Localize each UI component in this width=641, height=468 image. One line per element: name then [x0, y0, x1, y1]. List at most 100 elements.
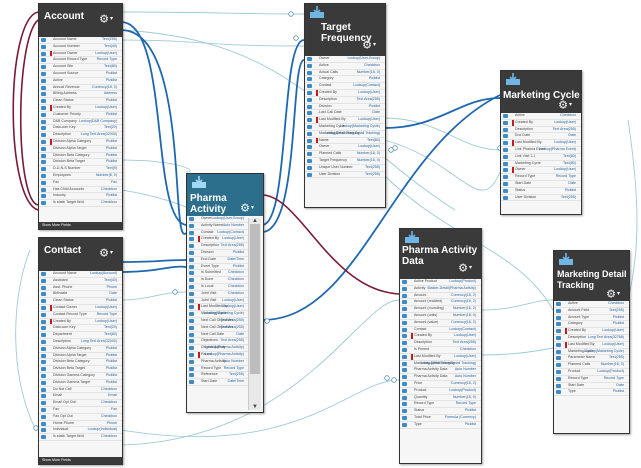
field-port-icon[interactable] — [307, 138, 312, 143]
field-port-icon[interactable] — [402, 341, 407, 346]
field-port-icon[interactable] — [556, 302, 561, 306]
field-port-icon[interactable] — [41, 299, 46, 304]
field-port-icon[interactable] — [41, 146, 46, 151]
fields-scrollbar[interactable]: ▲ ▼ — [248, 218, 261, 410]
field-port-icon[interactable] — [402, 307, 407, 312]
gear-icon[interactable]: ⚙▾ — [458, 262, 472, 275]
field-port-icon[interactable] — [41, 346, 46, 351]
field-port-icon[interactable] — [307, 165, 312, 170]
field-port-icon[interactable] — [41, 160, 46, 165]
field-port-icon[interactable] — [402, 381, 407, 386]
field-port-icon[interactable] — [41, 421, 46, 426]
account-header[interactable]: Account ⚙▾ — [39, 4, 122, 37]
field-port-icon[interactable] — [307, 84, 312, 89]
field-port-icon[interactable] — [189, 278, 194, 283]
field-port-icon[interactable] — [189, 318, 194, 323]
field-port-icon[interactable] — [307, 104, 312, 109]
field-port-icon[interactable] — [189, 271, 194, 276]
scroll-down-icon[interactable]: ▼ — [252, 404, 258, 410]
field-port-icon[interactable] — [41, 435, 46, 440]
field-port-icon[interactable] — [189, 332, 194, 337]
field-port-icon[interactable] — [189, 250, 194, 255]
target-frequency-header[interactable]: Target Frequency ⚙▾ — [305, 4, 385, 56]
field-port-icon[interactable] — [41, 373, 46, 378]
pharma-activity-header[interactable]: Pharma Activity ⚙▾ — [187, 174, 263, 216]
field-port-icon[interactable] — [503, 188, 508, 193]
field-port-icon[interactable] — [503, 175, 508, 180]
field-port-icon[interactable] — [41, 305, 46, 310]
field-port-icon[interactable] — [41, 380, 46, 385]
field-port-icon[interactable] — [402, 286, 407, 291]
field-port-icon[interactable] — [189, 339, 194, 344]
field-port-icon[interactable] — [402, 320, 407, 325]
field-port-icon[interactable] — [41, 326, 46, 331]
field-port-icon[interactable] — [41, 353, 46, 358]
field-port-icon[interactable] — [556, 363, 561, 368]
field-port-icon[interactable] — [556, 315, 561, 320]
field-port-icon[interactable] — [307, 97, 312, 102]
field-port-icon[interactable] — [41, 139, 46, 144]
field-port-icon[interactable] — [402, 347, 407, 352]
field-port-icon[interactable] — [402, 409, 407, 414]
field-port-icon[interactable] — [307, 131, 312, 136]
show-more-fields-button[interactable]: Show More Fields — [39, 222, 122, 229]
field-port-icon[interactable] — [41, 153, 46, 158]
show-more-fields-button[interactable]: Show More Fields — [39, 457, 122, 464]
